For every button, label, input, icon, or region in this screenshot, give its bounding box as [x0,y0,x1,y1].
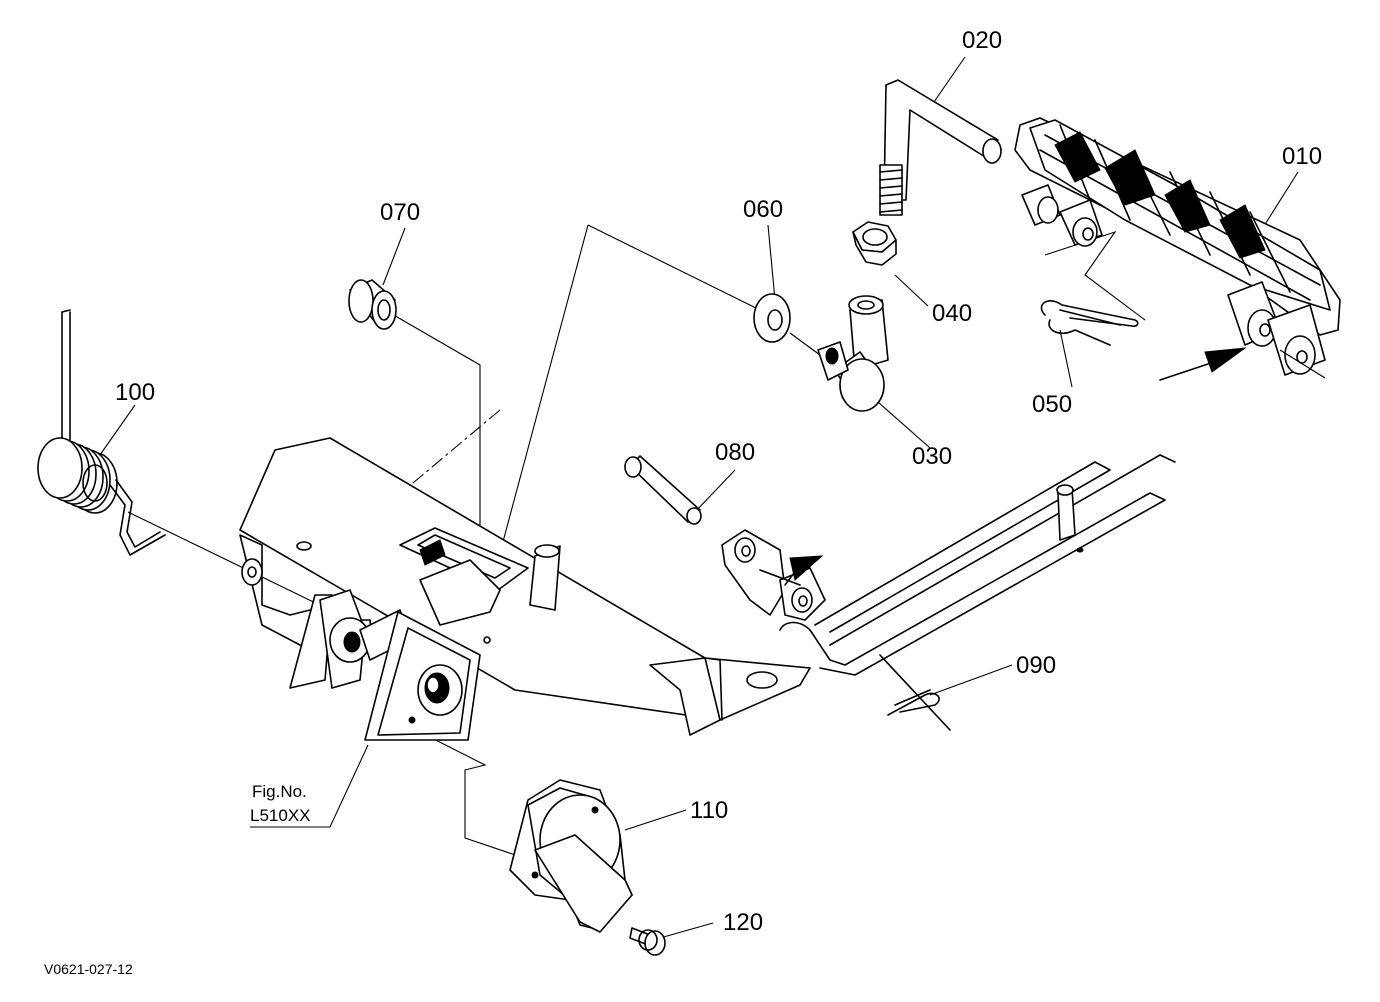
part-030-rod-end [817,295,889,412]
part-100-torsion-spring [37,309,166,556]
part-label-080: 080 [715,439,755,466]
part-label-010: 010 [1282,143,1322,170]
part-label-050: 050 [1032,391,1072,418]
part-070-bushing [348,279,397,330]
part-110-cover [509,779,633,933]
part-label-060: 060 [743,196,783,223]
leader-lines [99,56,1299,939]
main-bracket-plate [239,437,811,736]
drawing-code: V0621-027-12 [44,961,133,977]
part-090-split-pin [879,654,951,731]
part-040-nut [852,221,897,266]
pedal-arrow [1159,347,1247,381]
link-rod [779,454,1176,676]
figure-reference-line2: L510XX [250,806,311,825]
part-number-labels: 020 010 070 060 040 100 050 030 080 090 … [44,27,1322,977]
part-label-070: 070 [380,199,420,226]
part-label-100: 100 [115,379,155,406]
part-label-040: 040 [932,300,972,327]
part-label-110: 110 [690,797,728,824]
part-010-pedal [1014,117,1341,379]
pivot-sub-assembly [239,534,481,741]
clevis-bracket [721,529,826,621]
part-060-washer [753,293,791,343]
part-label-120: 120 [723,909,763,936]
part-120-screw [629,927,666,956]
figure-reference-line1: Fig.No. [252,782,307,801]
part-080-clevis-pin [624,455,702,525]
part-label-030: 030 [912,443,952,470]
part-label-020: 020 [962,27,1002,54]
part-label-090: 090 [1016,652,1056,679]
part-050-r-pin [1040,300,1139,346]
clevis-arrow [784,555,824,586]
part-020-pedal-rod [879,79,1002,216]
